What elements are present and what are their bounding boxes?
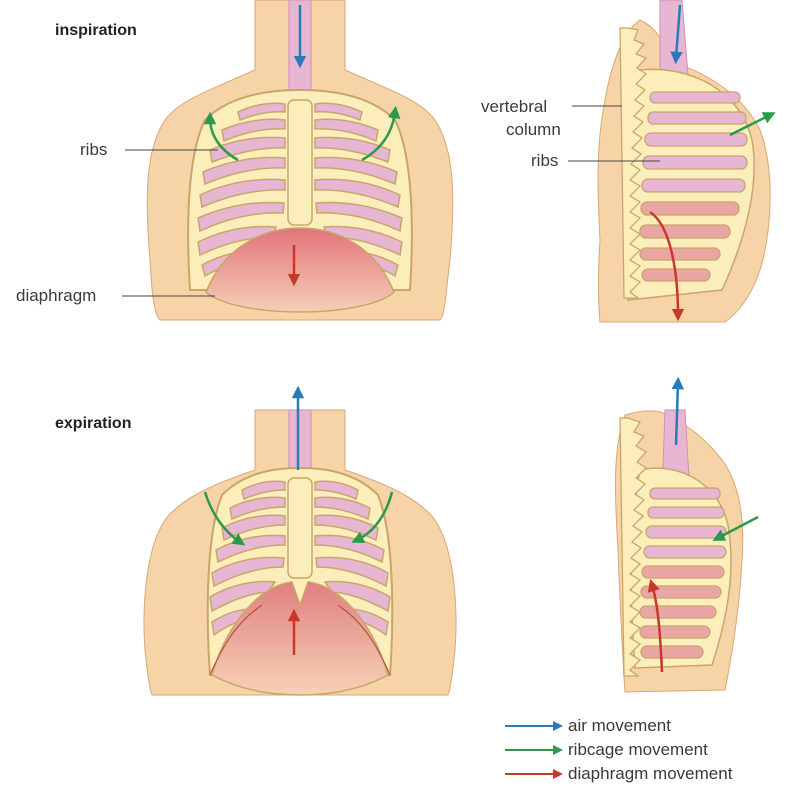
expiration-heading: expiration — [55, 415, 132, 432]
legend-label: air movement — [568, 716, 671, 735]
legend-label: ribcage movement — [568, 740, 708, 759]
legend-arrows — [505, 721, 563, 779]
vertebral-label-line1: vertebral — [481, 97, 548, 116]
expiration-side-figure — [614, 376, 759, 693]
ribs-front-label: ribs — [80, 140, 108, 159]
inspiration-heading: inspiration — [55, 22, 137, 39]
diaphragm-label: diaphragm — [16, 286, 97, 305]
inspiration-front-figure — [122, 0, 454, 321]
inspiration-side-figure — [568, 0, 776, 323]
legend-item-air: air movement — [566, 716, 671, 736]
legend-item-diaphragm: diaphragm movement — [566, 764, 732, 784]
expiration-front-figure — [143, 385, 457, 696]
legend-label: diaphragm movement — [568, 764, 733, 783]
ribs-side-label: ribs — [531, 151, 559, 170]
legend-item-ribcage: ribcage movement — [566, 740, 708, 760]
vertebral-label-line2: column — [506, 120, 561, 139]
